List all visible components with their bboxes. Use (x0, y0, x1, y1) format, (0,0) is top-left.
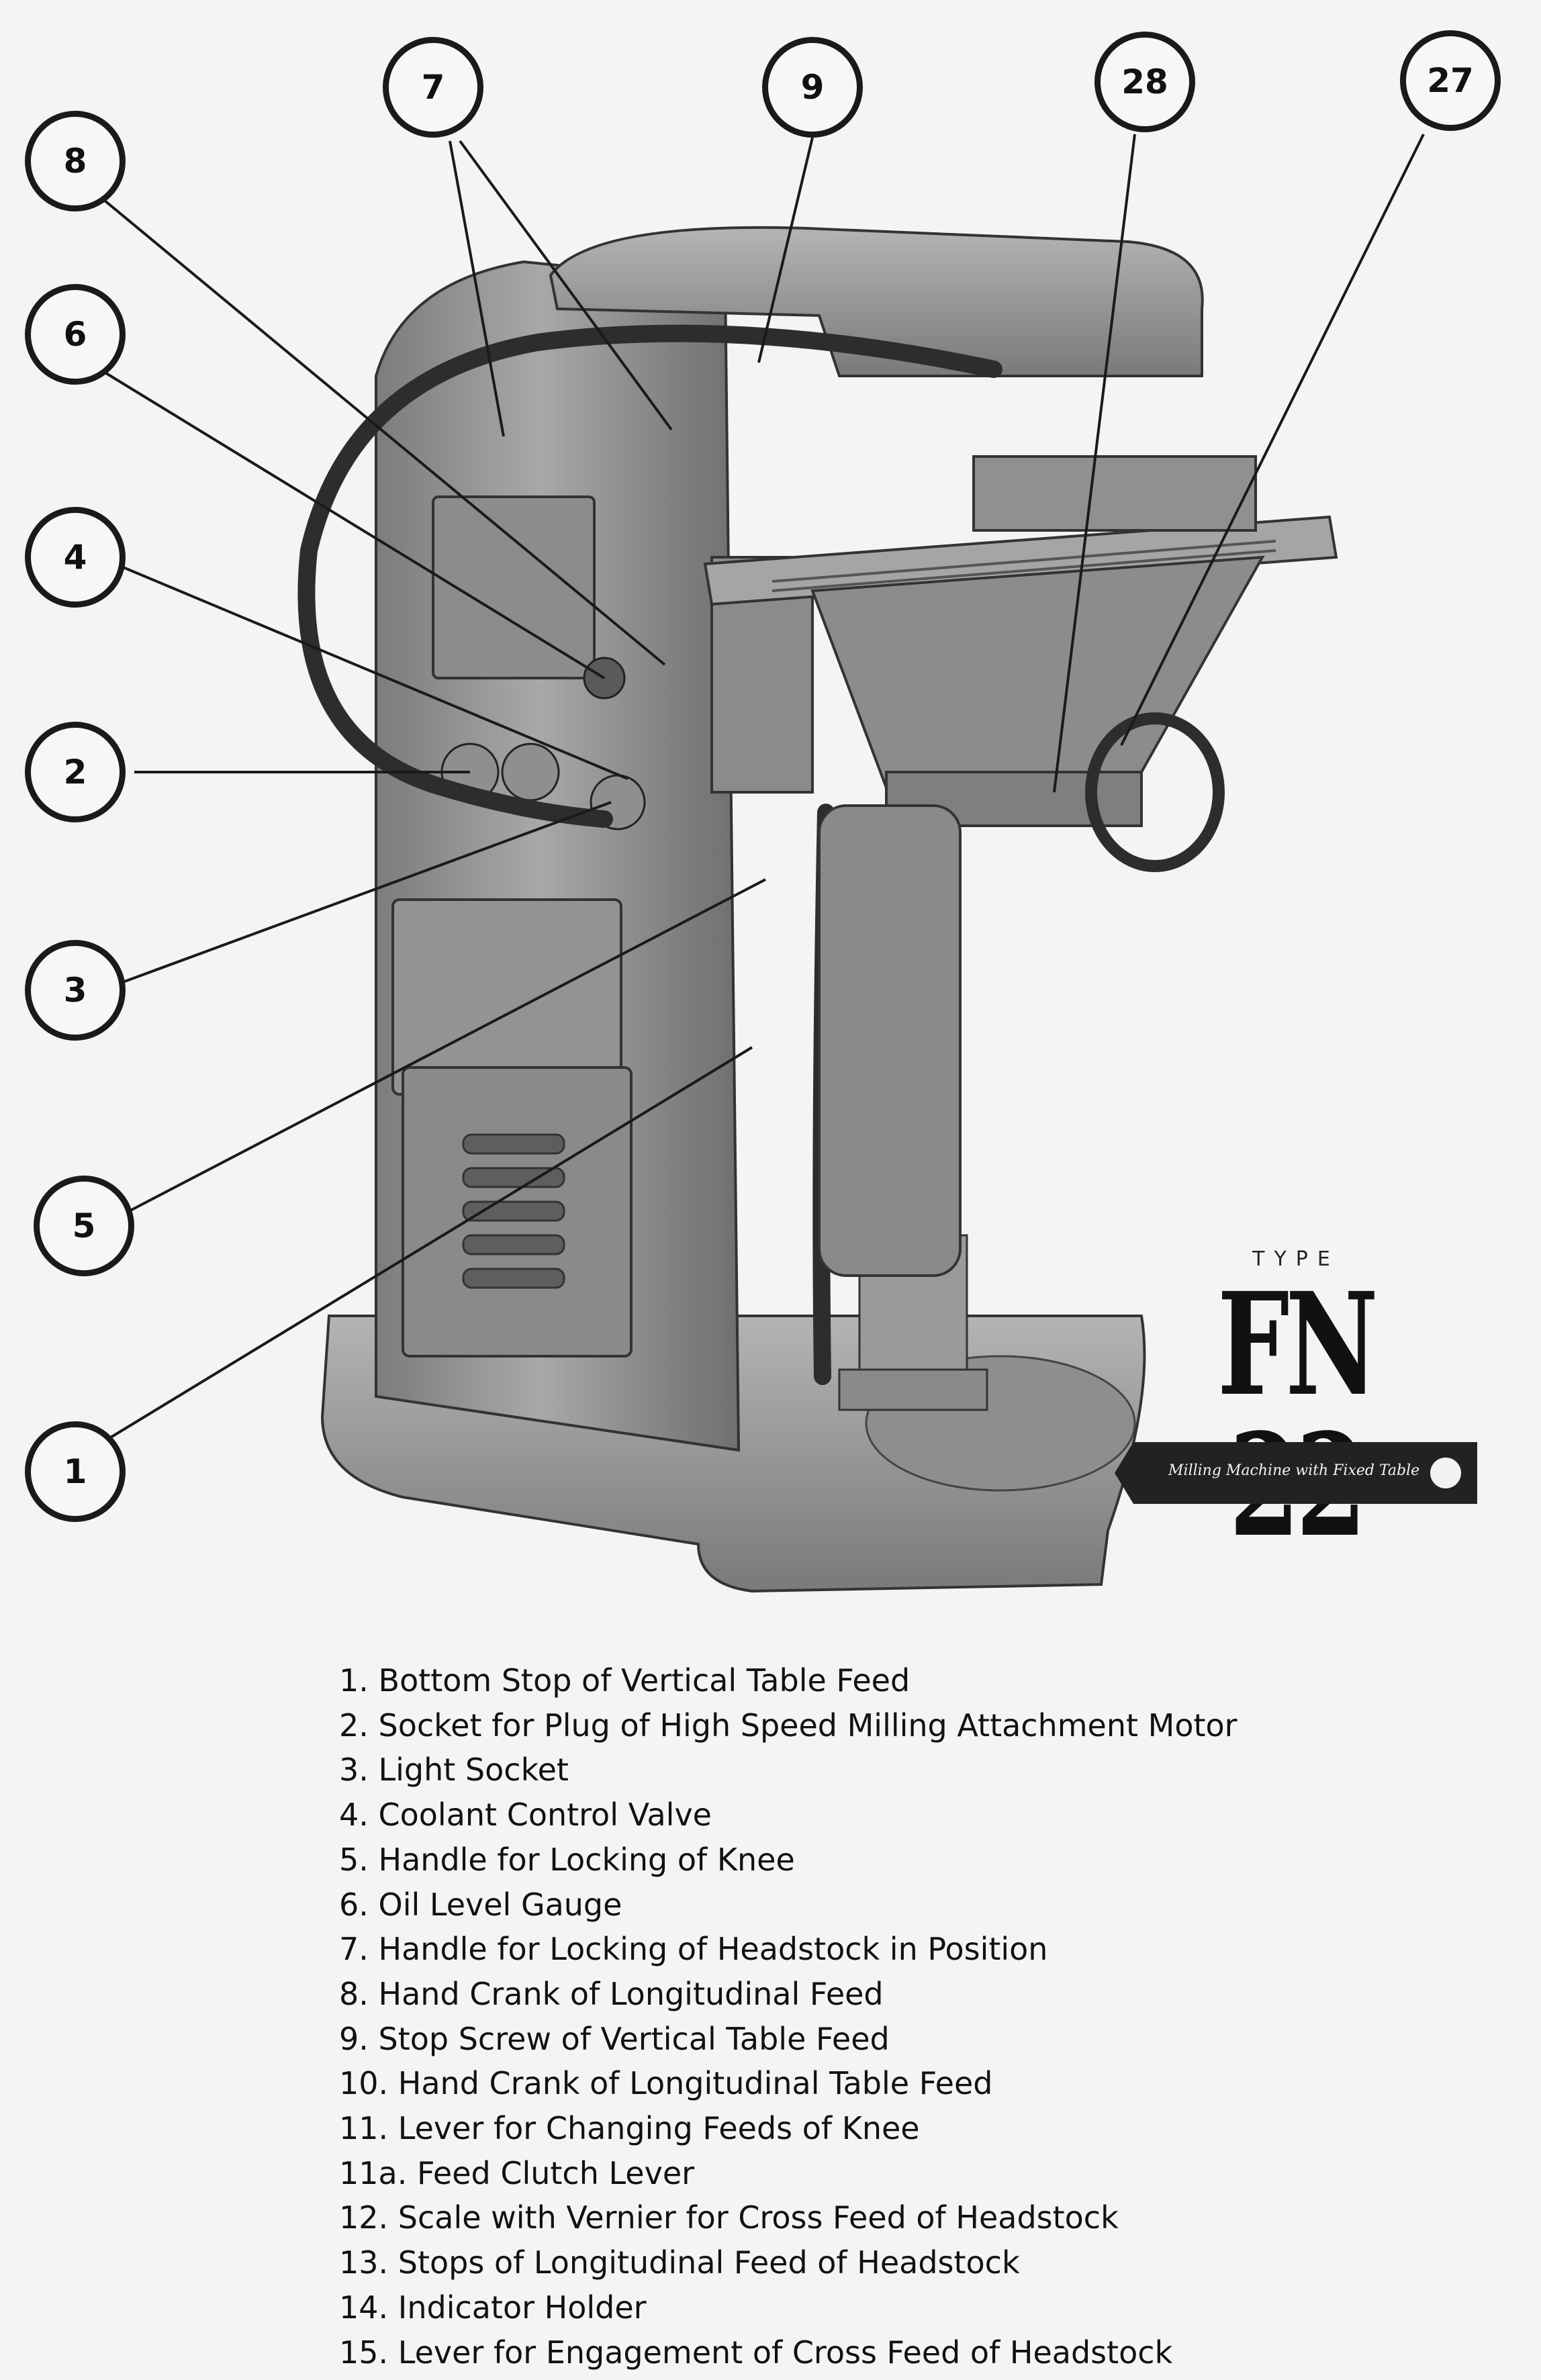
type-label: TYPE (1252, 1247, 1340, 1271)
subtitle-banner (1115, 1442, 1477, 1504)
leader-lines (83, 134, 1425, 1445)
banner-dot-icon (1430, 1458, 1461, 1488)
vise (972, 455, 1257, 532)
legend-item: 4. Coolant Control Valve (339, 1797, 712, 1834)
legend-item: 5. Handle for Locking of Knee (339, 1841, 795, 1878)
legend-item: 6. Oil Level Gauge (339, 1886, 622, 1923)
legend-item: 10. Hand Crank of Longitudinal Table Fee… (339, 2065, 993, 2102)
access-cover (432, 495, 596, 679)
vent-louvres (462, 1133, 565, 1289)
model-type-block: TYPE FN 22 Milling Machine with Fixed Ta… (1115, 1247, 1477, 1556)
model-number: FN 22 (1217, 1262, 1379, 1556)
legend-item: 1. Bottom Stop of Vertical Table Feed (339, 1662, 910, 1699)
legend-item: 7. Handle for Locking of Headstock in Po… (339, 1931, 1048, 1968)
legend-item: 11a. Feed Clutch Lever (339, 2154, 695, 2191)
legend-item: 12. Scale with Vernier for Cross Feed of… (339, 2199, 1119, 2236)
milling-machine-illustration (83, 134, 1425, 1593)
column (375, 260, 741, 1452)
legend-item: 14. Indicator Holder (339, 2289, 647, 2326)
overarm (549, 226, 1204, 377)
telescopic-screw (818, 804, 962, 1277)
legend-item: 2. Socket for Plug of High Speed Milling… (339, 1707, 1238, 1744)
legend-item: 15. Lever for Engagement of Cross Feed o… (339, 2334, 1173, 2371)
legend-item: 11. Lever for Changing Feeds of Knee (339, 2110, 920, 2147)
handwheel (1085, 712, 1225, 872)
legend-item: 9. Stop Screw of Vertical Table Feed (339, 2020, 890, 2057)
model-subtitle: Milling Machine with Fixed Table (1168, 1462, 1420, 1479)
legend-item: 3. Light Socket (339, 1752, 569, 1789)
legend-item: 8. Hand Crank of Longitudinal Feed (339, 1975, 884, 2012)
parts-legend: 1. Bottom Stop of Vertical Table Feed 2.… (339, 1658, 1238, 2375)
upper-door (391, 898, 622, 1096)
legend-item: 13. Stops of Longitudinal Feed of Headst… (339, 2244, 1020, 2281)
knee-and-table (703, 455, 1338, 1277)
